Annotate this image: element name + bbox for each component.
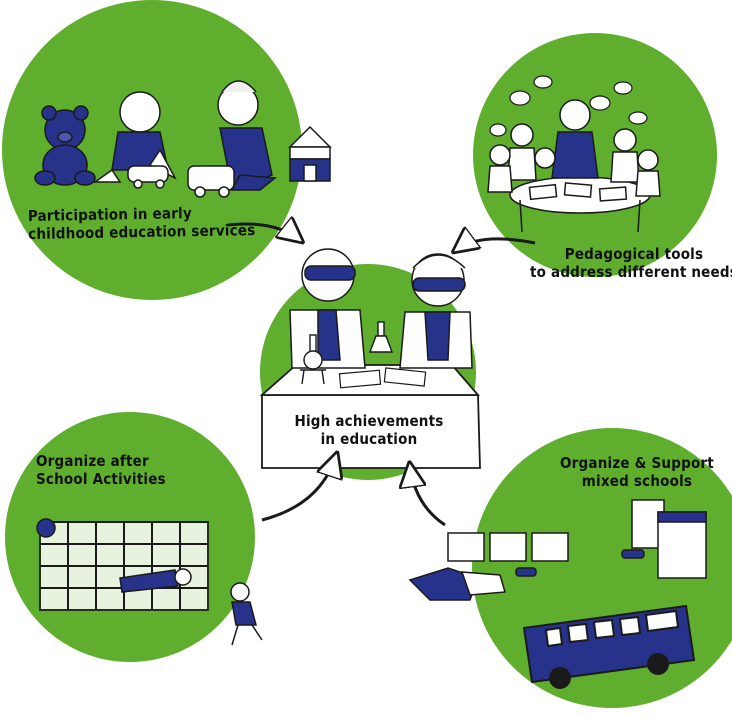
toy-car-icon (187, 165, 235, 198)
classroom-table (509, 176, 651, 233)
teddy-bear-icon (34, 105, 96, 186)
center-line2: in education (320, 430, 418, 448)
ground-blocks (408, 549, 645, 601)
arrows (227, 224, 536, 527)
pedagogical-line2: to address different needs (530, 263, 732, 281)
desk-papers (338, 367, 427, 389)
students-figures (487, 123, 661, 197)
mixed-schools-line1: Organize & Support (560, 454, 714, 472)
early-childhood-label: Participation in early childhood educati… (28, 203, 256, 243)
after-school-label: Organize after School Activities (36, 452, 166, 488)
center-label: High achievements in education (294, 412, 444, 448)
arrow-mixed-to-center (410, 466, 446, 527)
after-school-line1: Organize after (36, 452, 149, 470)
pedagogical-line1: Pedagogical tools (564, 245, 704, 263)
speech-bubble-icon (489, 75, 648, 137)
goal-net-icon (39, 521, 209, 611)
teacher-figure (551, 99, 599, 179)
bus-icon (522, 604, 696, 689)
runner-figure (230, 582, 263, 646)
toy-car-icon (127, 165, 169, 189)
pedagogical-label: Pedagogical tools to address different n… (530, 245, 732, 281)
arrow-after-to-center (261, 456, 336, 522)
toy-blocks-icon (288, 125, 332, 182)
baby-figure (92, 91, 177, 183)
flask-icon (368, 321, 394, 353)
girl-scientist (289, 248, 366, 369)
after-school-line2: School Activities (36, 470, 166, 488)
football-icon (36, 518, 56, 538)
arrow-tools-to-center (456, 239, 536, 250)
arrow-early-to-center (227, 224, 300, 240)
center-line1: High achievements (294, 412, 444, 430)
houses (447, 532, 569, 562)
mixed-schools-label: Organize & Support mixed schools (560, 454, 714, 490)
mixed-schools-line2: mixed schools (581, 472, 693, 490)
goalkeeper-figure (119, 568, 192, 593)
flask-icon (300, 334, 326, 385)
building-icon (631, 499, 707, 579)
boy-scientist (399, 253, 473, 369)
